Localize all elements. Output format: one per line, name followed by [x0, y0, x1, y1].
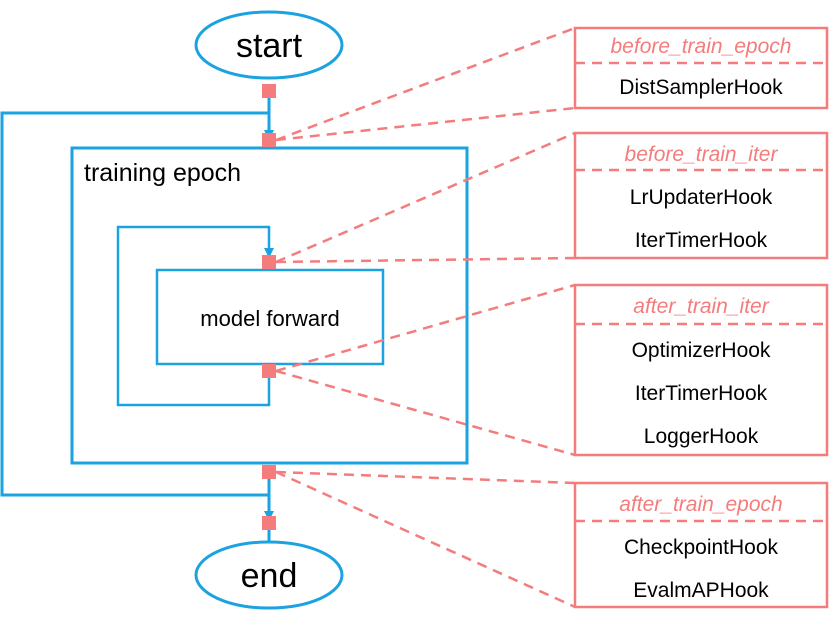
connector-after-iter-top	[275, 283, 576, 373]
hook-point-start	[262, 84, 276, 98]
hook-point-end	[262, 516, 276, 530]
hook-item: CheckpointHook	[624, 536, 779, 559]
hook-name: after_train_iter	[633, 295, 769, 318]
connector-before-iter-bottom	[275, 256, 576, 264]
hook-name: before_train_epoch	[611, 35, 792, 58]
hook-item: DistSamplerHook	[619, 76, 783, 99]
hook-point-after-iter	[262, 364, 276, 378]
hook-item: IterTimerHook	[635, 382, 768, 405]
hook-item: IterTimerHook	[635, 229, 768, 252]
model-forward-label: model forward	[200, 306, 339, 331]
start-label: start	[236, 27, 303, 65]
hook-box-before-train-epoch: before_train_epoch DistSamplerHook	[573, 26, 829, 110]
hook-box-after-train-epoch: after_train_epoch CheckpointHook EvalmAP…	[573, 481, 829, 609]
hook-name: before_train_iter	[625, 143, 779, 166]
hook-item: LoggerHook	[644, 425, 759, 448]
hook-item: OptimizerHook	[632, 339, 771, 362]
connector-before-epoch-top	[275, 26, 576, 142]
connector-after-iter-bottom	[275, 369, 576, 457]
connector-after-epoch-top	[275, 470, 576, 485]
connector-after-epoch-bottom	[275, 470, 576, 609]
hook-point-before-epoch	[262, 133, 276, 147]
connector-before-iter-top	[275, 131, 576, 264]
iter-loop-line	[116, 225, 274, 407]
hook-point-before-iter	[262, 255, 276, 269]
hook-box-before-train-iter: before_train_iter LrUpdaterHook IterTime…	[573, 131, 829, 260]
hook-item: LrUpdaterHook	[630, 186, 773, 209]
end-label: end	[241, 557, 298, 595]
epoch-loop-line	[0, 111, 269, 497]
hook-box-after-train-iter: after_train_iter OptimizerHook IterTimer…	[573, 283, 829, 457]
training-epoch-label: training epoch	[84, 159, 241, 187]
connector-before-epoch-bottom	[275, 106, 576, 142]
start-node	[194, 10, 344, 80]
hook-item: EvalmAPHook	[633, 579, 769, 602]
hook-point-after-epoch	[262, 465, 276, 479]
hook-name: after_train_epoch	[619, 493, 782, 516]
training-epoch-box	[70, 146, 469, 465]
